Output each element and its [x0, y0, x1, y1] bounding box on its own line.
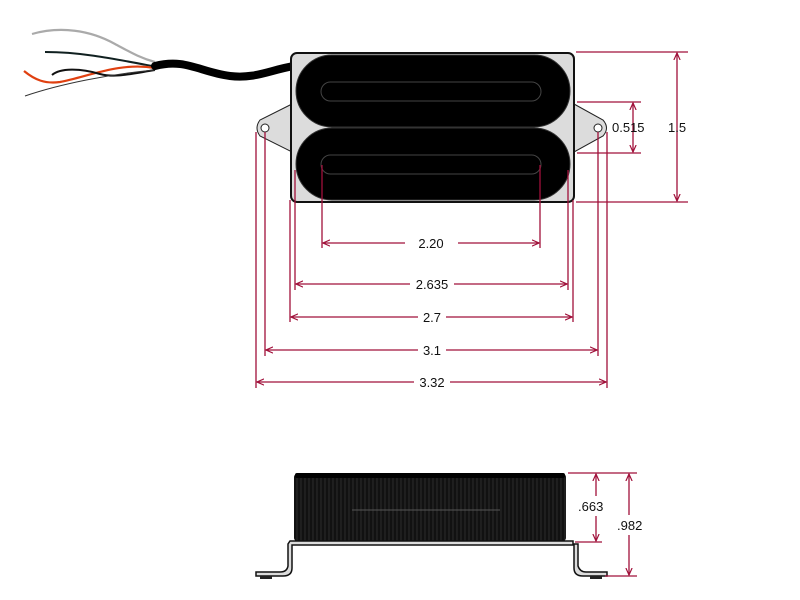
wire-orange [23, 65, 156, 84]
dim-label-rail-length: 2.20 [418, 236, 443, 251]
pickup-top-view [256, 52, 607, 203]
side-extension-lines [568, 472, 637, 577]
rail-bottom [320, 154, 542, 175]
mounting-ear-left [256, 103, 293, 153]
dim-label-bobbin-width: 2.635 [416, 277, 449, 292]
rail-top [320, 81, 542, 102]
dim-label-ear-height: 0.515 [612, 120, 645, 135]
dim-label-baseplate-width: 2.7 [423, 310, 441, 325]
coil-body [294, 474, 566, 541]
dim-hole-spacing: 3.1 [266, 343, 597, 358]
dim-side-overall-height: .982 [617, 474, 642, 575]
dim-overall-height: 1.5 [668, 53, 686, 201]
dim-baseplate-width: 2.7 [291, 310, 572, 325]
bobbin-top [295, 54, 571, 128]
dim-label-overall-length: 3.32 [419, 375, 444, 390]
dim-label-overall-height: 1.5 [668, 120, 686, 135]
dim-label-hole-spacing: 3.1 [423, 343, 441, 358]
mount-foot-left [260, 576, 272, 579]
wire-black [51, 68, 156, 77]
dim-label-bobbin-height: .663 [578, 499, 603, 514]
dim-label-side-overall-height: .982 [617, 518, 642, 533]
mount-foot-right [590, 576, 602, 579]
coil-top [295, 473, 565, 478]
dim-ear-height: 0.515 [612, 103, 645, 152]
dim-bobbin-height: .663 [578, 474, 603, 541]
dim-bobbin-width: 2.635 [296, 277, 567, 292]
lead-cable [151, 59, 298, 81]
mounting-hole-right [593, 123, 603, 133]
mounting-ear-right [573, 103, 607, 153]
dim-rail-length: 2.20 [323, 236, 539, 251]
wire-thin [24, 69, 156, 97]
pickup-side-view [255, 473, 608, 579]
extension-lines [255, 51, 688, 388]
lead-wires [23, 28, 298, 97]
side-baseplate [255, 540, 608, 577]
wire-dark [44, 51, 153, 67]
dim-overall-length: 3.32 [257, 375, 606, 390]
bobbin-bottom [295, 127, 571, 201]
wire-gray [31, 28, 156, 64]
mounting-hole-left [260, 123, 270, 133]
